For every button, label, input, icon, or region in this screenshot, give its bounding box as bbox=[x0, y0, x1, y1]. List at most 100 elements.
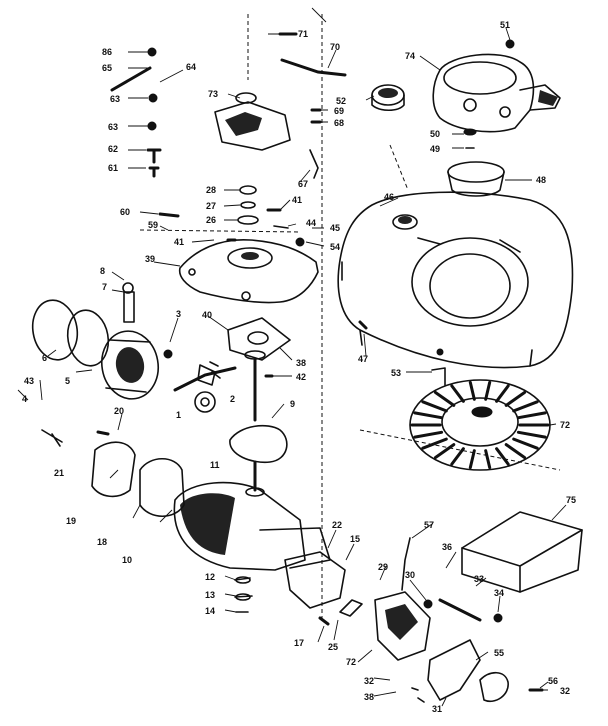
part-label: 33 bbox=[474, 574, 484, 584]
flywheel-fin bbox=[495, 384, 510, 403]
part-label: 47 bbox=[358, 354, 368, 364]
part-label: 9 bbox=[290, 399, 295, 409]
part-label: 36 bbox=[442, 542, 452, 552]
flywheel-fin bbox=[421, 400, 448, 413]
flywheel-fin bbox=[413, 430, 444, 439]
part-label: 28 bbox=[206, 185, 216, 195]
part-label: 63 bbox=[110, 94, 120, 104]
part-label: 7 bbox=[102, 282, 107, 292]
part-label: 31 bbox=[432, 704, 442, 714]
part-label: 5 bbox=[65, 376, 70, 386]
part-label: 41 bbox=[174, 237, 184, 247]
part-label: 14 bbox=[205, 606, 215, 616]
part-label: 61 bbox=[108, 163, 118, 173]
part-label: 41 bbox=[292, 195, 302, 205]
part-label: 62 bbox=[108, 144, 118, 154]
flywheel-part-73 bbox=[409, 379, 551, 471]
part-label: 59 bbox=[148, 220, 158, 230]
fasteners-right bbox=[209, 39, 515, 379]
part-label: 51 bbox=[500, 20, 510, 30]
part-label: 50 bbox=[430, 129, 440, 139]
lower-carb-parts bbox=[284, 320, 544, 703]
part-label: 34 bbox=[494, 588, 504, 598]
part-label: 54 bbox=[330, 242, 340, 252]
part-label: 73 bbox=[208, 89, 218, 99]
part-label: 72 bbox=[346, 657, 356, 667]
part-label: 71 bbox=[298, 29, 308, 39]
part-label: 72 bbox=[560, 420, 570, 430]
flywheel-fin bbox=[495, 447, 510, 466]
part-label: 74 bbox=[405, 51, 415, 61]
piston-and-rings bbox=[31, 282, 173, 400]
part-label: 32 bbox=[364, 676, 374, 686]
part-label: 27 bbox=[206, 201, 216, 211]
part-number-labels: 86 65 64 63 63 62 61 60 59 41 39 8 7 3 4… bbox=[22, 20, 576, 714]
flywheel-fin bbox=[413, 411, 444, 420]
part-label: 69 bbox=[334, 106, 344, 116]
flywheel-fin bbox=[450, 447, 465, 466]
part-label: 20 bbox=[114, 406, 124, 416]
part-label: 10 bbox=[122, 555, 132, 565]
part-label: 86 bbox=[102, 47, 112, 57]
flywheel-fin bbox=[450, 384, 465, 403]
flywheel-fin bbox=[512, 400, 539, 413]
part-label: 44 bbox=[306, 218, 316, 228]
part-label: 46 bbox=[384, 192, 394, 202]
starter-housing-part-74 bbox=[432, 53, 561, 133]
part-label: 45 bbox=[330, 223, 340, 233]
part-label: 4 bbox=[22, 394, 27, 404]
part-label: 30 bbox=[405, 570, 415, 580]
part-label: 49 bbox=[430, 144, 440, 154]
part-label: 65 bbox=[102, 63, 112, 73]
flywheel-fin bbox=[504, 391, 526, 407]
part-label: 42 bbox=[296, 372, 306, 382]
shroud-part-46 bbox=[337, 191, 574, 369]
part-label: 21 bbox=[54, 468, 64, 478]
carburetor-assembly bbox=[214, 58, 405, 225]
part-label: 55 bbox=[494, 648, 504, 658]
part-label: 68 bbox=[334, 118, 344, 128]
flywheel-fin bbox=[421, 437, 448, 450]
flywheel-fin bbox=[434, 391, 456, 407]
flywheel-fin bbox=[434, 443, 456, 459]
fasteners-left bbox=[110, 32, 319, 242]
crank-and-rod bbox=[173, 350, 288, 497]
part-label: 15 bbox=[350, 534, 360, 544]
part-label: 32 bbox=[560, 686, 570, 696]
part-label: 70 bbox=[330, 42, 340, 52]
part-label: 57 bbox=[424, 520, 434, 530]
part-label: 8 bbox=[100, 266, 105, 276]
flywheel-fin bbox=[484, 380, 492, 401]
part-label: 40 bbox=[202, 310, 212, 320]
part-label: 52 bbox=[336, 96, 346, 106]
part-label: 75 bbox=[566, 495, 576, 505]
cylinder-and-magneto bbox=[41, 429, 331, 613]
flywheel-fin bbox=[468, 380, 476, 401]
part-label: 6 bbox=[42, 353, 47, 363]
part-label: 53 bbox=[391, 368, 401, 378]
part-label: 63 bbox=[108, 122, 118, 132]
part-label: 48 bbox=[536, 175, 546, 185]
flywheel-fin bbox=[512, 437, 539, 450]
part-label: 22 bbox=[332, 520, 342, 530]
part-label: 39 bbox=[145, 254, 155, 264]
part-label: 43 bbox=[24, 376, 34, 386]
flywheel-fin bbox=[468, 449, 476, 470]
flywheel-fin bbox=[484, 449, 492, 470]
flywheel-fin bbox=[504, 443, 526, 459]
part-label: 64 bbox=[186, 62, 196, 72]
part-label: 18 bbox=[97, 537, 107, 547]
part-label: 17 bbox=[294, 638, 304, 648]
flywheel-fin bbox=[516, 411, 547, 420]
part-label: 25 bbox=[328, 642, 338, 652]
part-label: 11 bbox=[210, 460, 220, 470]
mounting-plate-part-39 bbox=[178, 239, 319, 304]
part-label: 67 bbox=[298, 179, 308, 189]
part-label: 38 bbox=[296, 358, 306, 368]
part-label: 29 bbox=[378, 562, 388, 572]
part-label: 60 bbox=[120, 207, 130, 217]
box-part-75 bbox=[461, 511, 583, 593]
part-label: 13 bbox=[205, 590, 215, 600]
